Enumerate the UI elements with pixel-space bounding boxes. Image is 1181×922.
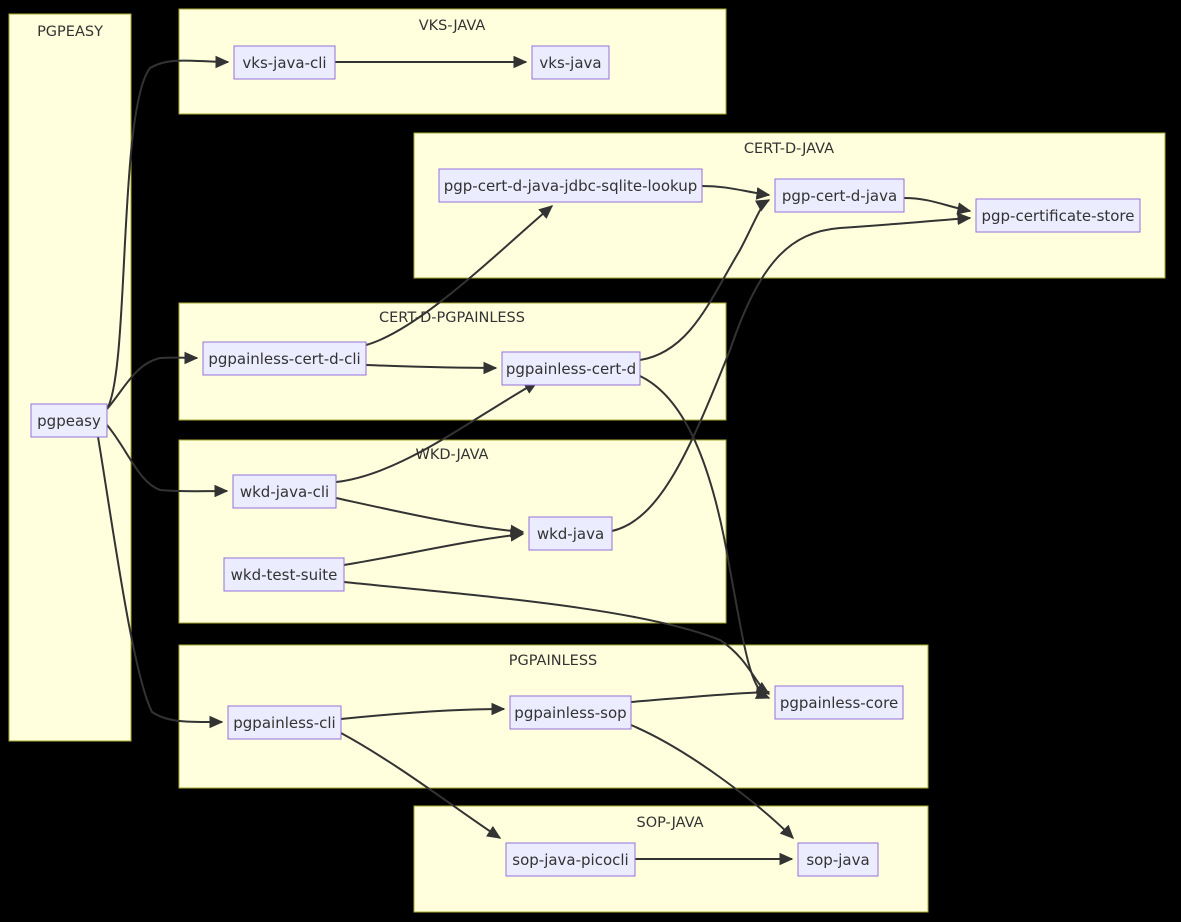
edge-wkd-test-suite-to-pgpainless-core xyxy=(343,581,771,695)
node-sop-java[interactable]: sop-java xyxy=(797,842,879,877)
node-label: pgpainless-cert-d xyxy=(506,360,636,378)
edge-pgpeasy-to-vks-java-cli xyxy=(106,55,230,410)
node-label: pgpainless-sop xyxy=(514,704,626,722)
node-box[interactable] xyxy=(528,516,613,551)
node-box[interactable] xyxy=(438,168,703,203)
cluster-label: CERT-D-JAVA xyxy=(744,141,834,157)
node-label: sop-java xyxy=(806,851,869,869)
node-pgp-cert-d-java-jdbc-sqlite-lookup[interactable]: pgp-cert-d-java-jdbc-sqlite-lookup xyxy=(438,168,703,203)
node-box[interactable] xyxy=(30,403,108,438)
node-box[interactable] xyxy=(202,341,367,376)
node-label: pgpeasy xyxy=(37,412,101,430)
node-pgp-cert-d-java[interactable]: pgp-cert-d-java xyxy=(774,178,905,213)
node-wkd-java[interactable]: wkd-java xyxy=(528,516,613,551)
node-box[interactable] xyxy=(232,474,337,509)
edge-wkd-test-suite-to-wkd-java xyxy=(343,529,525,566)
edge-pgpainless-cert-d-cli-to-pgpainless-cert-d xyxy=(365,361,498,375)
cluster-label: PGPEASY xyxy=(37,24,103,40)
cluster-background xyxy=(178,439,727,624)
node-box[interactable] xyxy=(975,198,1141,233)
node-sop-java-picocli[interactable]: sop-java-picocli xyxy=(505,842,636,877)
cluster-wkd-java: WKD-JAVA xyxy=(178,439,727,624)
node-box[interactable] xyxy=(774,685,904,720)
cluster-label: SOP-JAVA xyxy=(636,815,703,831)
node-label: wkd-java-cli xyxy=(240,483,329,501)
node-pgpeasy[interactable]: pgpeasy xyxy=(30,403,108,438)
node-box[interactable] xyxy=(227,705,342,740)
node-label: pgpainless-cli xyxy=(233,714,335,732)
node-wkd-test-suite[interactable]: wkd-test-suite xyxy=(223,557,345,592)
node-box[interactable] xyxy=(223,557,345,592)
edge-pgpainless-cert-d-to-pgp-cert-d-java xyxy=(639,199,771,361)
node-label: pgp-cert-d-java xyxy=(782,187,897,205)
node-vks-java[interactable]: vks-java xyxy=(531,45,610,80)
edge-pgpeasy-to-pgpainless-cert-d-cli xyxy=(106,351,199,410)
edge-pgpainless-cli-to-pgpainless-sop xyxy=(340,702,506,720)
cluster-label: VKS-JAVA xyxy=(419,18,486,34)
edge-pgpeasy-to-wkd-java-cli xyxy=(106,424,229,498)
edge-pgpainless-cli-to-sop-java-picocli xyxy=(340,732,502,839)
node-box[interactable] xyxy=(774,178,905,213)
node-label: wkd-java xyxy=(537,525,604,543)
node-pgpainless-sop[interactable]: pgpainless-sop xyxy=(509,695,632,730)
edge-pgpeasy-to-pgpainless-cli xyxy=(97,436,224,729)
cluster-background xyxy=(8,13,132,742)
node-label: vks-java-cli xyxy=(242,54,326,72)
node-wkd-java-cli[interactable]: wkd-java-cli xyxy=(232,474,337,509)
cluster-label: PGPAINLESS xyxy=(509,653,598,669)
clusters-layer: PGPEASY VKS-JAVA CERT-D-JAVA CERT-D-PGPAINL… xyxy=(8,8,1166,913)
node-pgp-certificate-store[interactable]: pgp-certificate-store xyxy=(975,198,1141,233)
node-label: pgpainless-core xyxy=(780,694,898,712)
node-box[interactable] xyxy=(797,842,879,877)
edge-pgpainless-sop-to-pgpainless-core xyxy=(630,686,771,703)
node-box[interactable] xyxy=(509,695,632,730)
edge-pgpainless-cert-d-cli-to-pgp-cert-d-java-jdbc-sqlite-lookup xyxy=(365,205,554,346)
node-label: vks-java xyxy=(539,54,601,72)
node-label: sop-java-picocli xyxy=(512,851,628,869)
node-label: pgp-cert-d-java-jdbc-sqlite-lookup xyxy=(444,177,698,195)
node-pgpainless-core[interactable]: pgpainless-core xyxy=(774,685,904,720)
edge-pgp-cert-d-java-to-pgp-certificate-store xyxy=(903,197,972,215)
node-box[interactable] xyxy=(501,351,641,386)
node-vks-java-cli[interactable]: vks-java-cli xyxy=(233,45,336,80)
edge-wkd-java-to-pgp-certificate-store xyxy=(611,212,972,532)
cluster-label: WKD-JAVA xyxy=(416,447,489,463)
cluster-label: CERT-D-PGPAINLESS xyxy=(379,310,525,326)
edge-wkd-java-cli-to-pgpainless-cert-d xyxy=(335,381,539,483)
cluster-pgpeasy: PGPEASY xyxy=(8,13,132,742)
node-pgpainless-cli[interactable]: pgpainless-cli xyxy=(227,705,342,740)
node-label: pgpainless-cert-d-cli xyxy=(208,350,360,368)
node-pgpainless-cert-d[interactable]: pgpainless-cert-d xyxy=(501,351,641,386)
edge-pgp-cert-d-java-jdbc-sqlite-lookup-to-pgp-cert-d-java xyxy=(701,185,771,200)
node-box[interactable] xyxy=(505,842,636,877)
node-box[interactable] xyxy=(531,45,610,80)
edge-pgpainless-sop-to-sop-java xyxy=(630,724,794,839)
edges-layer xyxy=(97,55,972,866)
edge-wkd-java-cli-to-wkd-java xyxy=(335,497,525,538)
nodes-layer: pgpeasy vks-java-cli vks-java pgp-cert-d-ja… xyxy=(30,45,1141,877)
node-pgpainless-cert-d-cli[interactable]: pgpainless-cert-d-cli xyxy=(202,341,367,376)
node-label: pgp-certificate-store xyxy=(981,207,1134,225)
node-box[interactable] xyxy=(233,45,336,80)
node-label: wkd-test-suite xyxy=(231,566,338,584)
